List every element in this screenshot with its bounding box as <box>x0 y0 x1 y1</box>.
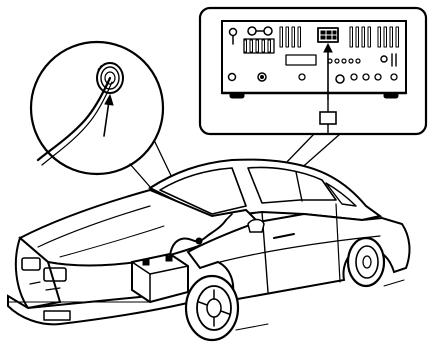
rear-wheel <box>348 238 384 286</box>
front-wheel <box>186 276 238 340</box>
radio-rear-panel <box>222 21 406 98</box>
car-battery <box>132 254 188 302</box>
grommet-callout-circle <box>31 42 163 174</box>
